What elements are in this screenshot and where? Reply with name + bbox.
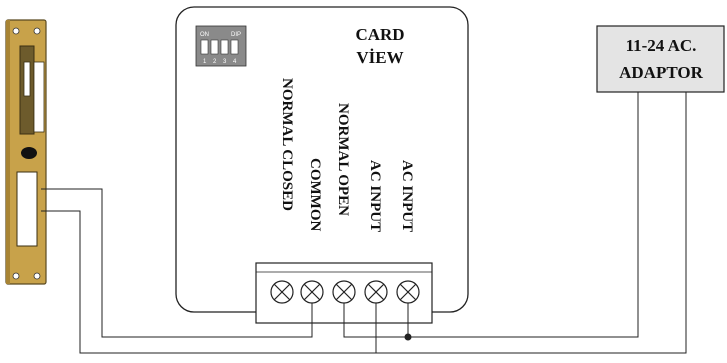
dip-dip-label: DIP [231,32,241,38]
lock-screw-top-right [33,27,41,35]
lock-screw-bottom-left [12,272,20,280]
label-ac-input-1: AC INPUT [367,160,383,232]
adaptor-box: 11-24 AC. ADAPTOR [596,25,725,93]
lock-latch-bar [33,61,45,133]
adaptor-label-line1: 11-24 AC. [626,36,697,55]
wire-junction-dot [404,333,412,341]
label-normal-open: NORMAL OPEN [335,103,351,216]
terminal-screw-ac-input-1 [364,280,388,304]
terminal-screw-normal-open [332,280,356,304]
wiring [41,92,687,354]
lock-plate-edge [6,20,10,284]
wire-lock-to-common [41,188,313,338]
dip-toggle-4 [230,39,239,55]
lock-cable-hole [21,147,37,159]
label-common: COMMON [307,158,323,231]
dip-toggle-1 [200,39,209,55]
adaptor-label-line2: ADAPTOR [619,63,703,82]
card-title-line1: CARD [355,25,404,44]
card-title-line2: VİEW [356,48,403,67]
wire-lock-to-ac-input-1 [41,210,377,354]
card-box: CARD VİEW ON DIP 1 2 3 4 NORMAL CLOSED C… [175,6,469,324]
dip-number-3: 3 [223,59,227,65]
terminal-screw-ac-input-2 [396,280,420,304]
dip-toggle-3 [220,39,229,55]
dip-number-4: 4 [233,59,237,65]
dip-on-label: ON [200,32,209,38]
terminal-screw-normal-closed [270,280,294,304]
terminal-screw-common [300,280,324,304]
wire-adaptor-to-bottom [376,92,687,354]
label-normal-closed: NORMAL CLOSED [279,78,295,211]
lock-screw-bottom-right [33,272,41,280]
dip-switch: ON DIP 1 2 3 4 [195,25,247,67]
lock-bottom-slot [16,171,38,247]
adaptor-outline [596,25,725,93]
dip-toggle-2 [210,39,219,55]
electric-lock-strike [5,19,47,285]
wire-normal-open-to-adaptor [343,92,639,338]
lock-screw-top-left [12,27,20,35]
dip-number-1: 1 [203,59,207,65]
lock-latch-window [23,61,31,97]
label-ac-input-2: AC INPUT [399,160,415,232]
dip-number-2: 2 [213,59,217,65]
